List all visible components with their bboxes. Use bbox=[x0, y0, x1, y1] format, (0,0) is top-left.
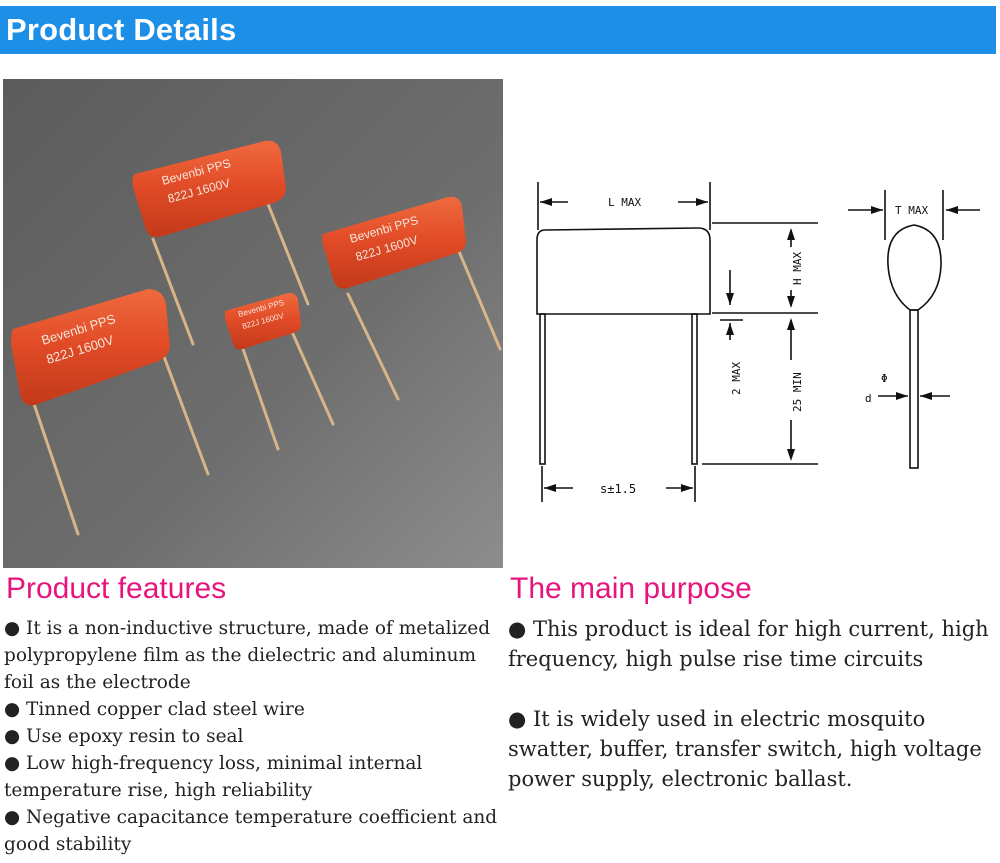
purpose-list: ● This product is ideal for high current… bbox=[508, 614, 993, 824]
capacitor-small: Bevenbi PPS 822J 1600V bbox=[225, 292, 301, 350]
phi-label: Φ bbox=[881, 372, 888, 385]
banner-title: Product Details bbox=[6, 12, 237, 47]
list-item: ● This product is ideal for high current… bbox=[508, 617, 989, 671]
dimension-diagram: L MAX T MAX H MAX 2 MAX 25 MIN s±1.5 Φ d bbox=[518, 170, 998, 510]
min-25-label: 25 MIN bbox=[791, 372, 804, 412]
capacitor-photo-illustration: Bevenbi PPS 822J 1600V Bevenbi PPS 822J … bbox=[3, 79, 503, 568]
purpose-heading: The main purpose bbox=[510, 572, 752, 605]
list-item: ● Use epoxy resin to seal bbox=[4, 726, 244, 747]
capacitor-large-right: Bevenbi PPS 822J 1600V bbox=[322, 196, 466, 289]
capacitor-large-back: Bevenbi PPS 822J 1600V bbox=[132, 140, 286, 237]
features-heading: Product features bbox=[6, 572, 227, 605]
product-details-banner: Product Details bbox=[0, 6, 996, 54]
list-item: ● Low high-frequency loss, minimal inter… bbox=[4, 753, 423, 801]
product-photo: Bevenbi PPS 822J 1600V Bevenbi PPS 822J … bbox=[3, 79, 503, 568]
t-max-label: T MAX bbox=[895, 204, 928, 217]
d-label: d bbox=[865, 392, 872, 405]
two-max-label: 2 MAX bbox=[730, 362, 743, 395]
features-list: ● It is a non-inductive structure, made … bbox=[4, 615, 499, 858]
l-max-label: L MAX bbox=[608, 196, 641, 209]
list-item: ● Negative capacitance temperature coeff… bbox=[4, 807, 498, 855]
spacing-label: s±1.5 bbox=[600, 482, 636, 496]
list-item: ● It is widely used in electric mosquito… bbox=[508, 707, 982, 791]
list-item: ● It is a non-inductive structure, made … bbox=[4, 618, 491, 693]
h-max-label: H MAX bbox=[791, 252, 804, 285]
list-item: ● Tinned copper clad steel wire bbox=[4, 699, 305, 720]
